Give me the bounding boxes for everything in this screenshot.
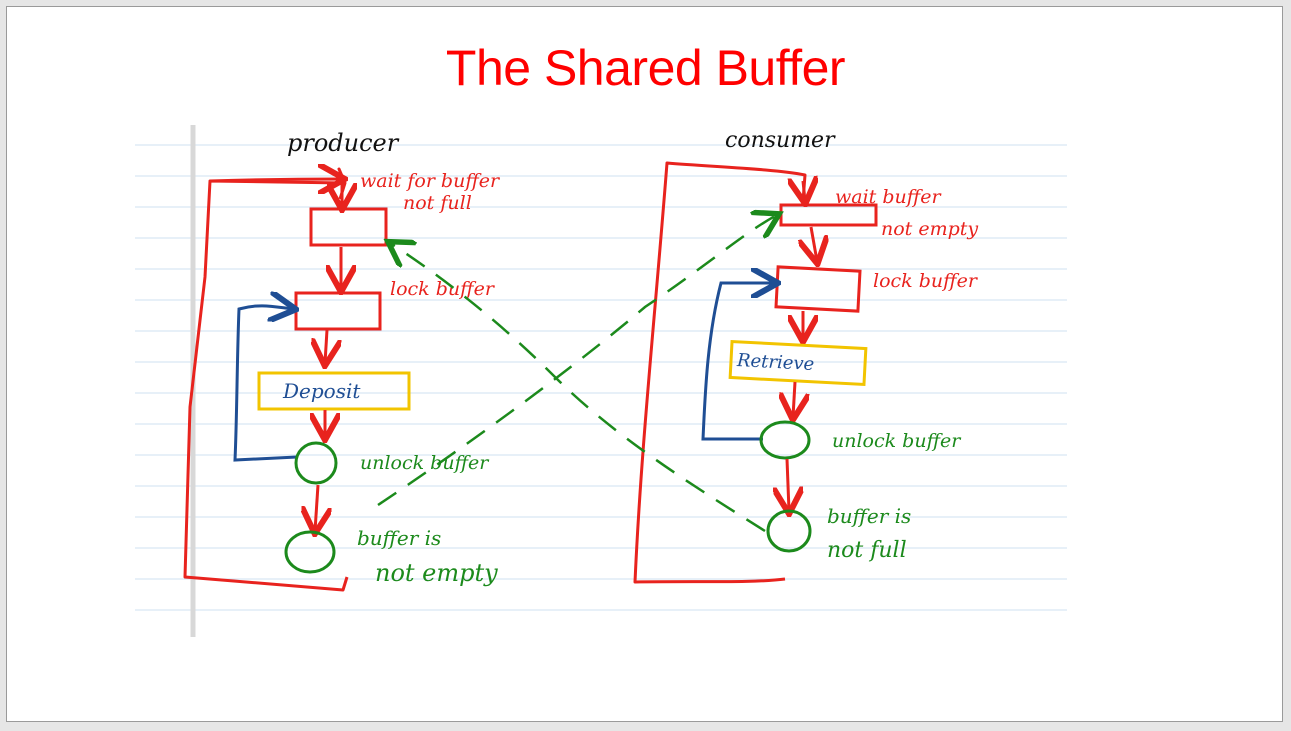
producer-inner-loop [233, 306, 297, 462]
producer-wait-label-1: wait for buffer [360, 170, 501, 192]
consumer-signal-label-2: not full [827, 538, 907, 563]
producer-lock-box [294, 291, 382, 331]
consumer-wait-label-1: wait buffer [835, 186, 942, 208]
slide: The Shared Buffer [6, 6, 1283, 722]
producer-unlock-label: unlock buffer [360, 452, 490, 474]
handwritten-notes: producer wait for buffer not full lock b… [135, 117, 1067, 637]
signal-not-full-arrow [390, 243, 766, 533]
consumer-heading: consumer [725, 128, 836, 153]
consumer-unlock-label: unlock buffer [832, 430, 962, 452]
producer-deposit-box [257, 371, 411, 411]
slide-title: The Shared Buffer [445, 40, 846, 96]
producer-wait-label-2: not full [403, 192, 472, 214]
signal-not-empty-arrow [377, 215, 777, 507]
producer-signal-label-1: buffer is [357, 526, 441, 550]
producer-heading: producer [287, 129, 400, 157]
consumer-inner-loop [701, 283, 775, 441]
consumer-retrieve-box [728, 339, 868, 387]
ruled-lines [135, 144, 1067, 611]
consumer-signal-circle [766, 509, 812, 553]
consumer-outer-loop [633, 161, 807, 584]
consumer-unlock-circle [759, 420, 811, 460]
producer-signal-label-2: not empty [375, 559, 498, 587]
consumer-wait-box [779, 203, 878, 227]
consumer-lock-box [774, 265, 862, 313]
consumer-signal-label-1: buffer is [827, 504, 911, 528]
consumer-lock-label: lock buffer [873, 270, 979, 292]
consumer-wait-label-2: not empty [881, 218, 978, 240]
producer-wait-box [309, 207, 388, 247]
producer-signal-circle [284, 530, 336, 574]
producer-unlock-circle [294, 441, 338, 485]
producer-lock-label: lock buffer [390, 278, 496, 300]
consumer-retrieve-label: Retrieve [736, 350, 815, 375]
producer-deposit-label: Deposit [282, 379, 361, 403]
producer-consumer-diagram: producer wait for buffer not full lock b… [135, 125, 1067, 637]
